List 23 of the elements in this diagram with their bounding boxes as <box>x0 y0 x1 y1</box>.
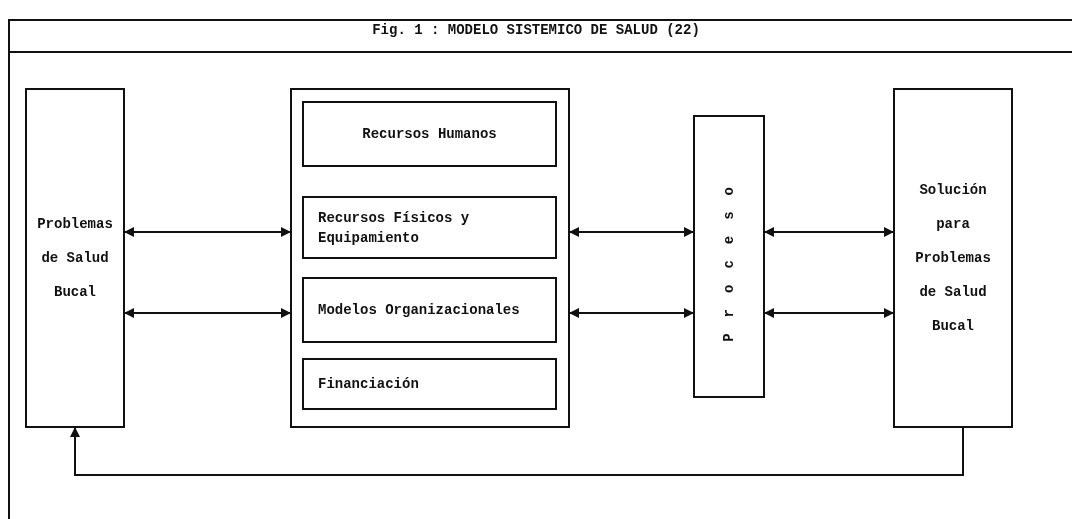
arrow <box>764 227 894 237</box>
arrow <box>70 427 964 476</box>
arrow <box>124 308 291 318</box>
node-label: Modelos Organizacionales <box>318 301 520 320</box>
arrow <box>569 227 694 237</box>
process-box <box>302 277 557 343</box>
node-label: Recursos Humanos <box>361 125 498 144</box>
process-box <box>25 88 125 428</box>
node-label: Proceso <box>721 171 737 342</box>
figure-title: Fig. 1 : MODELO SISTEMICO DE SALUD (22) <box>371 22 701 38</box>
node-label: Financiación <box>318 375 419 394</box>
node-label: Solución para Problemas de Salud Bucal <box>914 181 992 336</box>
arrow <box>764 308 894 318</box>
group-box <box>290 88 570 428</box>
arrow <box>569 308 694 318</box>
process-box <box>302 196 557 259</box>
process-box <box>302 358 557 410</box>
node-label: Recursos Físicos y Equipamiento <box>318 208 471 248</box>
process-box <box>302 101 557 167</box>
arrow <box>124 227 291 237</box>
process-box <box>893 88 1013 428</box>
node-label: Problemas de Salud Bucal <box>36 215 114 302</box>
process-box <box>693 115 765 398</box>
